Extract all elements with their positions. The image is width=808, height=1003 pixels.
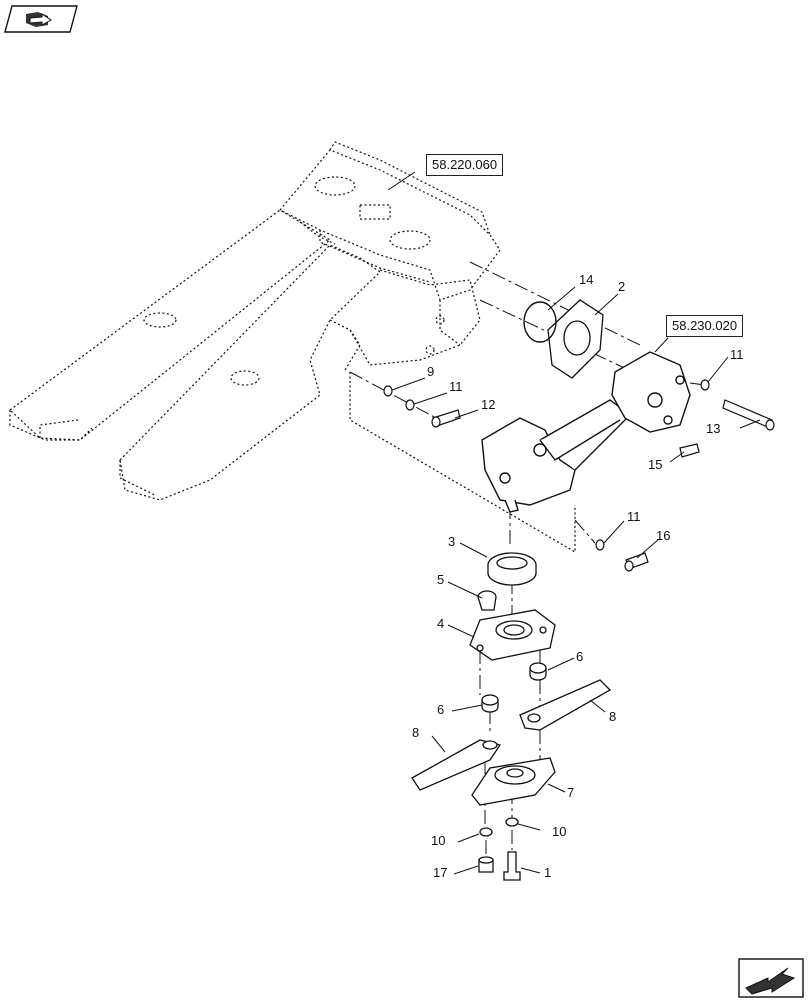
callout-1: 1 [544, 865, 552, 880]
o-ring-part [523, 301, 557, 343]
reference-frame-link[interactable]: 58.220.060 [426, 154, 504, 176]
callout-10a: 10 [431, 833, 446, 848]
callout-11b: 11 [730, 347, 744, 362]
next-page-arrow-icon[interactable] [738, 958, 804, 998]
callout-8b: 8 [412, 725, 420, 740]
callout-15: 15 [648, 457, 663, 472]
callout-12: 12 [481, 397, 496, 412]
callout-14: 14 [579, 272, 594, 287]
fasteners-group [383, 379, 775, 572]
callout-6b: 6 [437, 702, 445, 717]
callout-17: 17 [433, 865, 448, 880]
gearbox-assembly [481, 351, 691, 513]
reference-gearbox-link[interactable]: 58.230.020 [666, 315, 744, 337]
callout-16: 16 [656, 528, 671, 543]
callout-5: 5 [437, 572, 445, 587]
blade-hub-stack [411, 552, 612, 881]
gasket-part [547, 299, 604, 379]
callout-11c: 11 [627, 509, 641, 524]
callout-8a: 8 [609, 709, 617, 724]
callout-2: 2 [618, 279, 626, 294]
book-arrow-icon[interactable] [4, 5, 78, 33]
callout-10b: 10 [552, 824, 567, 839]
leader-lines [387, 171, 761, 875]
callout-3: 3 [448, 534, 456, 549]
frame-assembly [9, 141, 576, 554]
callout-9: 9 [427, 364, 435, 379]
callout-13: 13 [706, 421, 721, 436]
assembly-centerlines [349, 261, 706, 860]
callout-4: 4 [437, 616, 445, 631]
callout-7: 7 [567, 785, 575, 800]
callout-11a: 11 [449, 379, 463, 394]
callout-6a: 6 [576, 649, 584, 664]
